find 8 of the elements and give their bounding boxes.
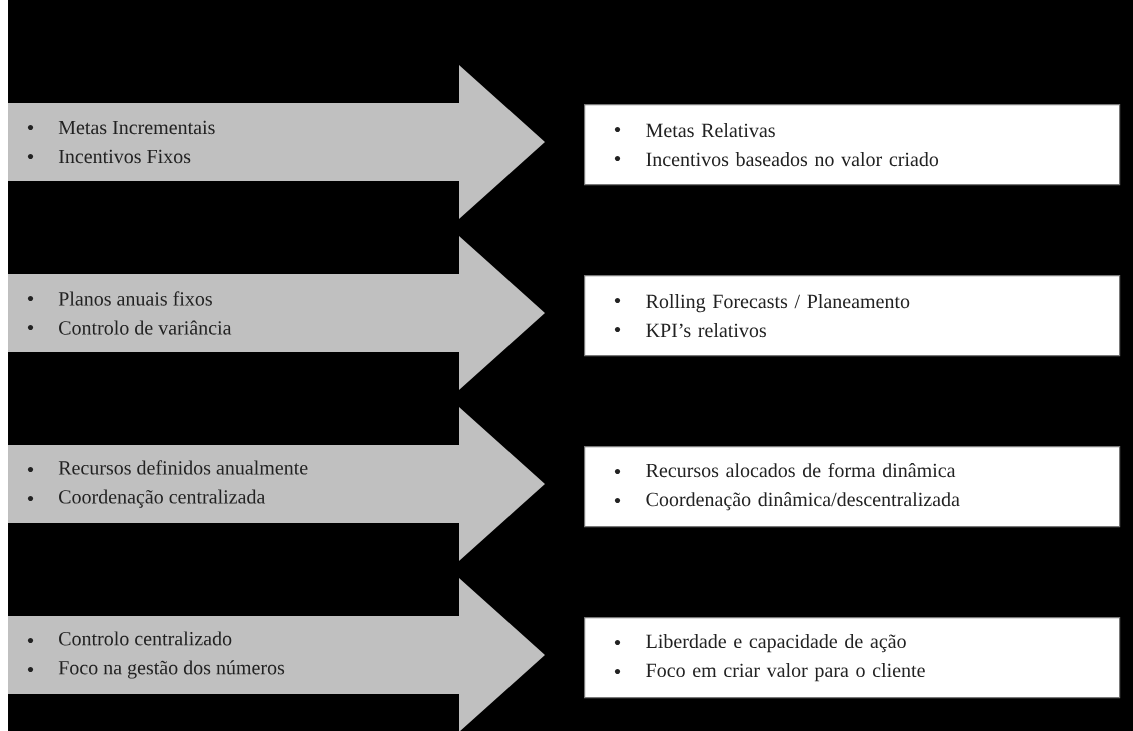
pointed-box: Planos anuais fixos Controlo de variância (8, 236, 545, 390)
text-box: Liberdade e capacidade de ação Foco em criar valor para o cliente (584, 617, 1121, 699)
text-box: Rolling Forecasts / Planeamento KPI’s relativos (584, 275, 1121, 357)
pointed-box: Metas Incrementais Incentivos Fixos (8, 65, 545, 219)
pointed-box: Recursos definidos anualmente Coordenação centralizada (8, 407, 545, 561)
text-box: Recursos alocados de forma dinâmica Coordenação dinâmica/descentralizada (584, 446, 1121, 528)
pointed-box: Controlo centralizado Foco na gestão dos números (8, 578, 545, 731)
text-box: Metas Relativas Incentivos baseados no valor criado (584, 104, 1121, 186)
